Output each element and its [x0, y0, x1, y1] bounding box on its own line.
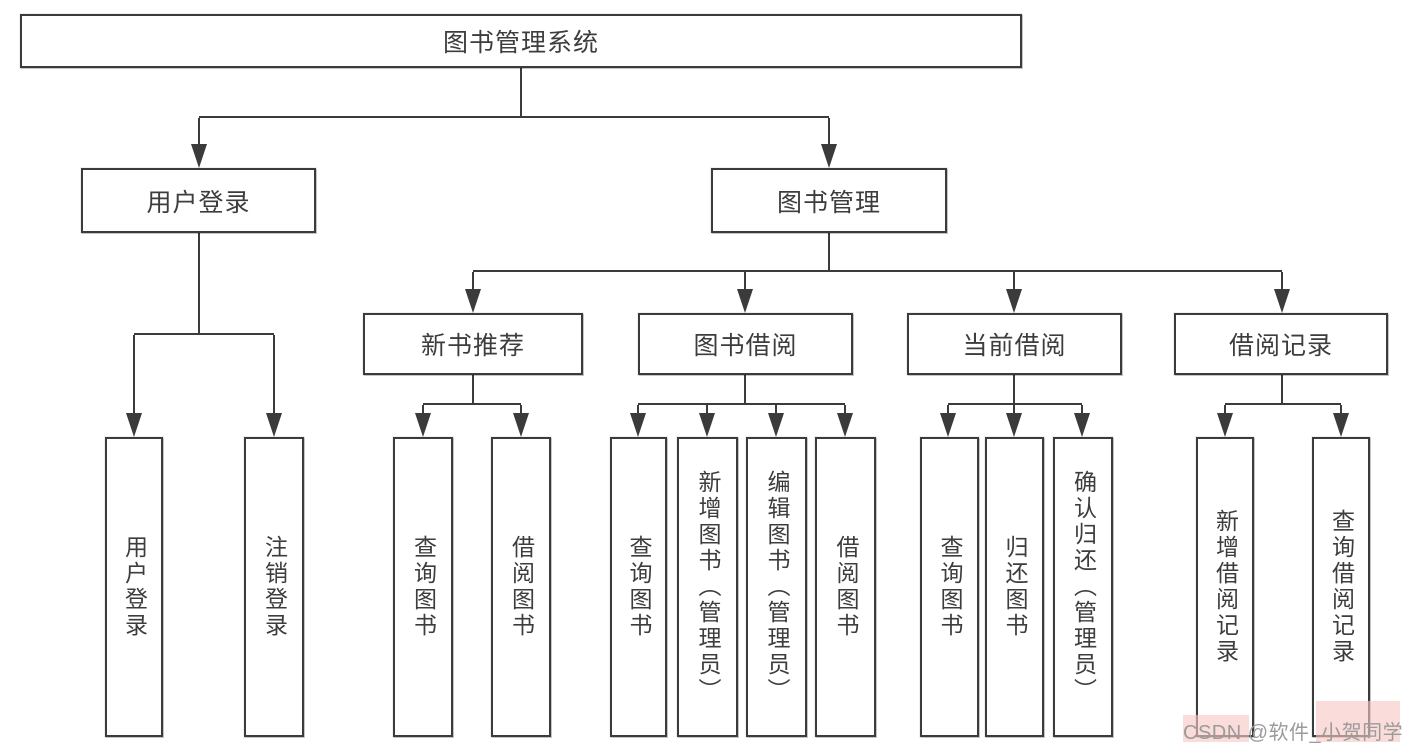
- arrowhead: [1217, 413, 1233, 437]
- leaf-add-record: 新增借阅记录: [1196, 437, 1254, 737]
- arrowhead: [768, 413, 784, 437]
- connector-new-book-rec-children: [415, 375, 529, 437]
- arrowhead: [940, 413, 956, 437]
- arrowhead: [266, 413, 282, 437]
- leaf-borrow-book-2: 借阅图书: [815, 437, 876, 737]
- node-current-borrow: 当前借阅: [907, 313, 1122, 375]
- arrowhead: [191, 144, 207, 168]
- arrowhead: [126, 413, 142, 437]
- connector-root-to-level2: [191, 68, 837, 168]
- connector-borrow-record-children: [1217, 375, 1349, 437]
- watermark: CSDN @软件_小贺同学: [1183, 722, 1404, 744]
- node-user-login: 用户登录: [81, 168, 316, 233]
- leaf-borrow-book-1: 借阅图书: [491, 437, 551, 737]
- node-borrow-record: 借阅记录: [1174, 313, 1388, 375]
- watermark-highlight: [1316, 701, 1400, 742]
- arrowhead: [415, 413, 431, 437]
- node-new-book-rec-label: 新书推荐: [420, 332, 525, 360]
- leaf-query-book-3-label: 查询图书: [937, 535, 963, 639]
- arrowhead: [465, 289, 481, 313]
- connector-current-borrow-children: [940, 375, 1090, 437]
- node-root: 图书管理系统: [20, 14, 1022, 68]
- arrowhead: [1074, 413, 1090, 437]
- arrowhead: [513, 413, 529, 437]
- leaf-borrow-book-2-label: 借阅图书: [833, 535, 859, 639]
- node-current-borrow-label: 当前借阅: [962, 332, 1067, 360]
- arrowhead: [1333, 413, 1349, 437]
- node-book-borrow-label: 图书借阅: [693, 332, 798, 360]
- leaf-edit-book: 编辑图书（管理员）: [746, 437, 807, 737]
- watermark-highlight: [1183, 715, 1249, 742]
- arrowhead: [1006, 289, 1022, 313]
- arrowhead: [821, 144, 837, 168]
- leaf-user-login: 用户登录: [105, 437, 163, 737]
- leaf-return-book: 归还图书: [985, 437, 1044, 737]
- node-root-label: 图书管理系统: [442, 29, 599, 57]
- node-new-book-rec: 新书推荐: [363, 313, 583, 375]
- leaf-borrow-book-1-label: 借阅图书: [508, 535, 535, 639]
- leaf-edit-book-label: 编辑图书（管理员）: [764, 470, 790, 704]
- leaf-query-record: 查询借阅记录: [1312, 437, 1370, 737]
- node-borrow-record-label: 借阅记录: [1228, 332, 1333, 360]
- leaf-add-book-label: 新增图书（管理员）: [695, 470, 721, 704]
- leaf-query-book-2-label: 查询图书: [626, 535, 652, 639]
- leaf-query-record-label: 查询借阅记录: [1328, 509, 1355, 665]
- connector-book-mgmt-children: [465, 233, 1290, 313]
- leaf-add-book: 新增图书（管理员）: [677, 437, 738, 737]
- leaf-add-record-label: 新增借阅记录: [1212, 509, 1239, 665]
- arrowhead: [1006, 413, 1022, 437]
- connector-book-borrow-children: [630, 375, 853, 437]
- leaf-query-book-2: 查询图书: [610, 437, 667, 737]
- node-book-mgmt: 图书管理: [711, 168, 947, 233]
- arrowhead: [699, 413, 715, 437]
- arrowhead: [630, 413, 646, 437]
- leaf-query-book-1: 查询图书: [393, 437, 453, 737]
- node-user-login-label: 用户登录: [146, 188, 251, 217]
- leaf-logout: 注销登录: [244, 437, 304, 737]
- leaf-return-book-label: 归还图书: [1002, 535, 1028, 639]
- leaf-logout-label: 注销登录: [261, 535, 288, 639]
- leaf-user-login-label: 用户登录: [121, 535, 148, 639]
- leaf-confirm-return-label: 确认归还（管理员）: [1070, 470, 1097, 704]
- arrowhead: [1274, 289, 1290, 313]
- node-book-mgmt-label: 图书管理: [776, 188, 881, 217]
- arrowhead: [837, 413, 853, 437]
- leaf-query-book-1-label: 查询图书: [410, 535, 437, 639]
- arrowhead: [737, 289, 753, 313]
- leaf-query-book-3: 查询图书: [920, 437, 979, 737]
- node-book-borrow: 图书借阅: [638, 313, 853, 375]
- leaf-confirm-return: 确认归还（管理员）: [1053, 437, 1113, 737]
- connector-user-login-children: [126, 233, 282, 437]
